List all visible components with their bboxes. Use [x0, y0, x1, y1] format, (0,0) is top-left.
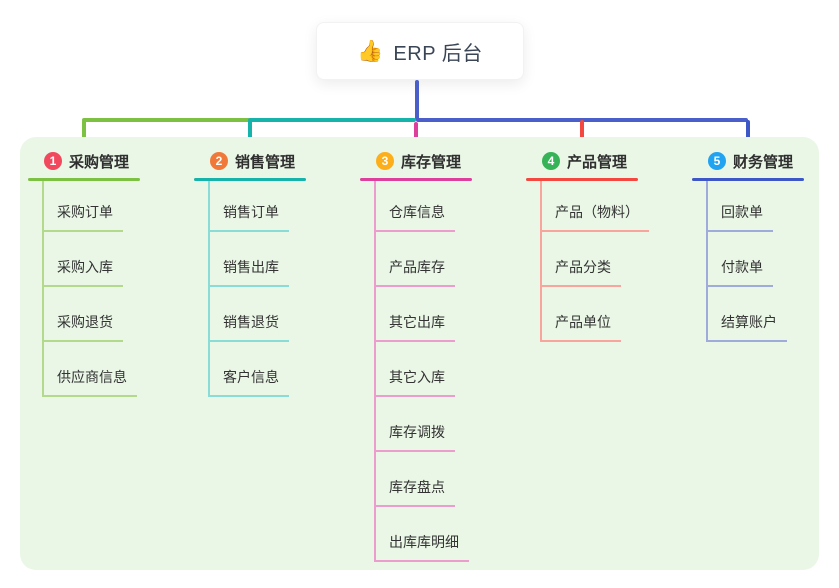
child-node-label: 出库库明细 — [376, 532, 469, 562]
branch-badge: 3 — [376, 152, 394, 170]
root-node-erp[interactable]: 👍 ERP 后台 — [316, 22, 524, 80]
child-node[interactable]: 其它入库 — [376, 342, 520, 397]
branch-children: 回款单 付款单 结算账户 — [706, 181, 839, 342]
child-node[interactable]: 供应商信息 — [44, 342, 188, 397]
connector-drop-sales — [248, 120, 252, 144]
thumbs-up-icon: 👍 — [357, 39, 384, 63]
child-node[interactable]: 仓库信息 — [376, 181, 520, 232]
branch-title: 库存管理 — [401, 153, 462, 171]
root-node-label: ERP 后台 — [393, 42, 483, 65]
child-node-label: 产品单位 — [542, 312, 621, 342]
child-node-label: 付款单 — [708, 257, 773, 287]
child-node[interactable]: 采购退货 — [44, 287, 188, 342]
child-node-label: 库存调拨 — [376, 422, 455, 452]
child-node[interactable]: 产品分类 — [542, 232, 686, 287]
child-node-label: 仓库信息 — [376, 202, 455, 232]
child-node-label: 其它出库 — [376, 312, 455, 342]
child-node[interactable]: 销售订单 — [210, 181, 354, 232]
branch-node-product[interactable]: 4 产品管理 — [526, 148, 686, 181]
child-node[interactable]: 结算账户 — [708, 287, 839, 342]
child-node-label: 结算账户 — [708, 312, 787, 342]
child-node-label: 销售出库 — [210, 257, 289, 287]
child-node[interactable]: 付款单 — [708, 232, 839, 287]
child-node[interactable]: 库存调拨 — [376, 397, 520, 452]
branch-children: 销售订单 销售出库 销售退货 客户信息 — [208, 181, 354, 397]
child-node-label: 供应商信息 — [44, 367, 137, 397]
connector-drop-inventory — [414, 122, 418, 144]
child-node-label: 采购退货 — [44, 312, 123, 342]
branch-column-sales: 2 销售管理 销售订单 销售出库 销售退货 客户信息 — [194, 148, 354, 397]
branch-children: 仓库信息 产品库存 其它出库 其它入库 库存调拨 库存盘点 出库库明细 — [374, 181, 520, 562]
child-node-label: 销售订单 — [210, 202, 289, 232]
child-node[interactable]: 产品库存 — [376, 232, 520, 287]
child-node-label: 采购订单 — [44, 202, 123, 232]
child-node-label: 产品分类 — [542, 257, 621, 287]
connector-horizontal-green — [82, 118, 250, 122]
child-node[interactable]: 采购订单 — [44, 181, 188, 232]
branch-column-finance: 5 财务管理 回款单 付款单 结算账户 — [692, 148, 839, 342]
branch-title: 财务管理 — [733, 153, 794, 171]
child-node[interactable]: 采购入库 — [44, 232, 188, 287]
branch-children: 采购订单 采购入库 采购退货 供应商信息 — [42, 181, 188, 397]
child-node-label: 销售退货 — [210, 312, 289, 342]
branch-badge: 1 — [44, 152, 62, 170]
child-node-label: 库存盘点 — [376, 477, 455, 507]
child-node-label: 其它入库 — [376, 367, 455, 397]
child-node-label: 采购入库 — [44, 257, 123, 287]
branch-underline — [194, 178, 306, 181]
child-node[interactable]: 其它出库 — [376, 287, 520, 342]
connector-horizontal-teal — [248, 118, 416, 122]
branch-title: 产品管理 — [567, 153, 628, 171]
branch-node-purchase[interactable]: 1 采购管理 — [28, 148, 188, 181]
branch-column-inventory: 3 库存管理 仓库信息 产品库存 其它出库 其它入库 库存调拨 库存盘点 出库库… — [360, 148, 520, 562]
branch-underline — [692, 178, 804, 181]
branch-node-inventory[interactable]: 3 库存管理 — [360, 148, 520, 181]
child-node[interactable]: 销售退货 — [210, 287, 354, 342]
child-node-label: 产品库存 — [376, 257, 455, 287]
branch-column-product: 4 产品管理 产品（物料） 产品分类 产品单位 — [526, 148, 686, 342]
connector-drop-purchase — [82, 120, 86, 144]
child-node[interactable]: 出库库明细 — [376, 507, 520, 562]
branch-badge: 5 — [708, 152, 726, 170]
child-node-label: 产品（物料） — [542, 202, 649, 232]
child-node[interactable]: 产品单位 — [542, 287, 686, 342]
branches-panel — [20, 137, 819, 570]
branch-underline — [28, 178, 140, 181]
child-node-label: 客户信息 — [210, 367, 289, 397]
branch-node-sales[interactable]: 2 销售管理 — [194, 148, 354, 181]
connector-drop-product — [580, 120, 584, 144]
child-node[interactable]: 销售出库 — [210, 232, 354, 287]
branch-children: 产品（物料） 产品分类 产品单位 — [540, 181, 686, 342]
branch-node-finance[interactable]: 5 财务管理 — [692, 148, 839, 181]
branch-badge: 2 — [210, 152, 228, 170]
branch-column-purchase: 1 采购管理 采购订单 采购入库 采购退货 供应商信息 — [28, 148, 188, 397]
branch-title: 采购管理 — [69, 153, 130, 171]
branch-title: 销售管理 — [235, 153, 296, 171]
branch-underline — [526, 178, 638, 181]
connector-root-vertical — [415, 80, 419, 120]
branch-badge: 4 — [542, 152, 560, 170]
child-node[interactable]: 客户信息 — [210, 342, 354, 397]
child-node[interactable]: 回款单 — [708, 181, 839, 232]
connector-drop-finance — [746, 120, 750, 144]
child-node[interactable]: 产品（物料） — [542, 181, 686, 232]
child-node[interactable]: 库存盘点 — [376, 452, 520, 507]
child-node-label: 回款单 — [708, 202, 773, 232]
branch-underline — [360, 178, 472, 181]
